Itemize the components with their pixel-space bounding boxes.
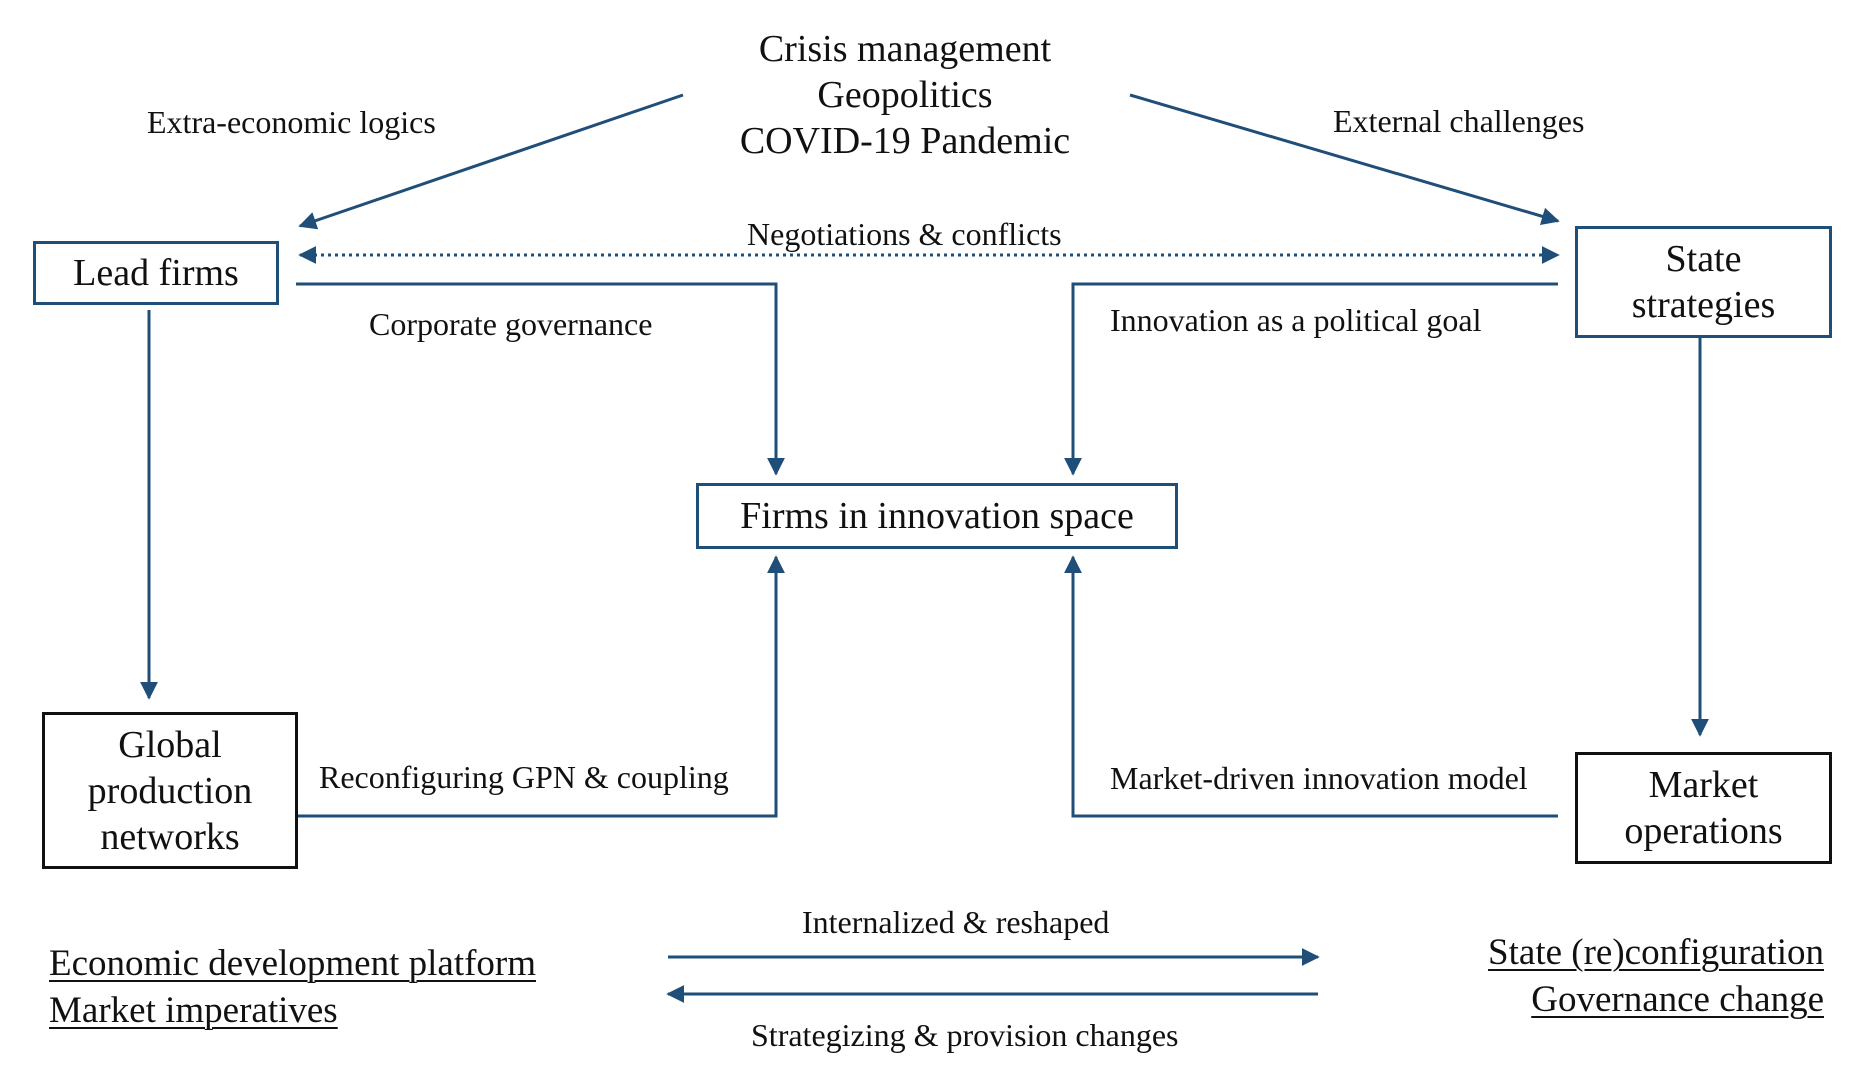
firms-innovation-label: Firms in innovation space (740, 495, 1134, 537)
lead-firms-label: Lead firms (73, 252, 239, 294)
covid-label: COVID-19 Pandemic (739, 120, 1071, 162)
internalized-label: Internalized & reshaped (802, 904, 1110, 940)
global-production-line1: Global (118, 723, 222, 766)
arrow-innovation-political (1064, 282, 1558, 476)
market-operations-line2: operations (1624, 810, 1783, 852)
reconfiguring-gpn-label: Reconfiguring GPN & coupling (319, 759, 729, 795)
geopolitics-label: Geopolitics (817, 74, 993, 116)
lead-firms-box: Lead firms (33, 241, 279, 305)
global-production-box: Global production networks (42, 712, 298, 869)
innovation-political-label: Innovation as a political goal (1110, 302, 1482, 338)
arrow-crisis-to-state (1129, 93, 1560, 226)
firms-innovation-box: Firms in innovation space (696, 483, 1178, 549)
strategizing-label: Strategizing & provision changes (751, 1017, 1179, 1053)
negotiations-label: Negotiations & conflicts (745, 216, 1064, 252)
state-strategies-line1: State (1665, 238, 1742, 280)
top-center-text: Crisis management Geopolitics COVID-19 P… (605, 26, 1205, 164)
global-production-line3: networks (100, 815, 240, 858)
arrow-market-driven (1064, 555, 1558, 818)
arrow-corporate-governance (296, 282, 785, 476)
arrow-crisis-to-lead-firms (298, 93, 684, 230)
state-strategies-line2: strategies (1631, 284, 1776, 326)
economic-development-label: Economic development platform (49, 943, 537, 984)
arrow-reconfiguring-gpn (296, 555, 785, 818)
corporate-governance-label: Corporate governance (369, 306, 653, 342)
crisis-management-label: Crisis management (758, 28, 1052, 70)
governance-change-label: Governance change (1531, 979, 1824, 1020)
state-reconfiguration-label: State (re)configuration (1488, 932, 1824, 973)
market-driven-label: Market-driven innovation model (1110, 760, 1528, 796)
global-production-line2: production (87, 769, 253, 812)
market-operations-line1: Market (1648, 764, 1759, 806)
external-challenges-label: External challenges (1333, 103, 1585, 139)
market-imperatives-label: Market imperatives (49, 990, 338, 1031)
extra-economic-label: Extra-economic logics (147, 104, 436, 140)
state-strategies-box: State strategies (1575, 226, 1832, 338)
market-operations-box: Market operations (1575, 752, 1832, 864)
